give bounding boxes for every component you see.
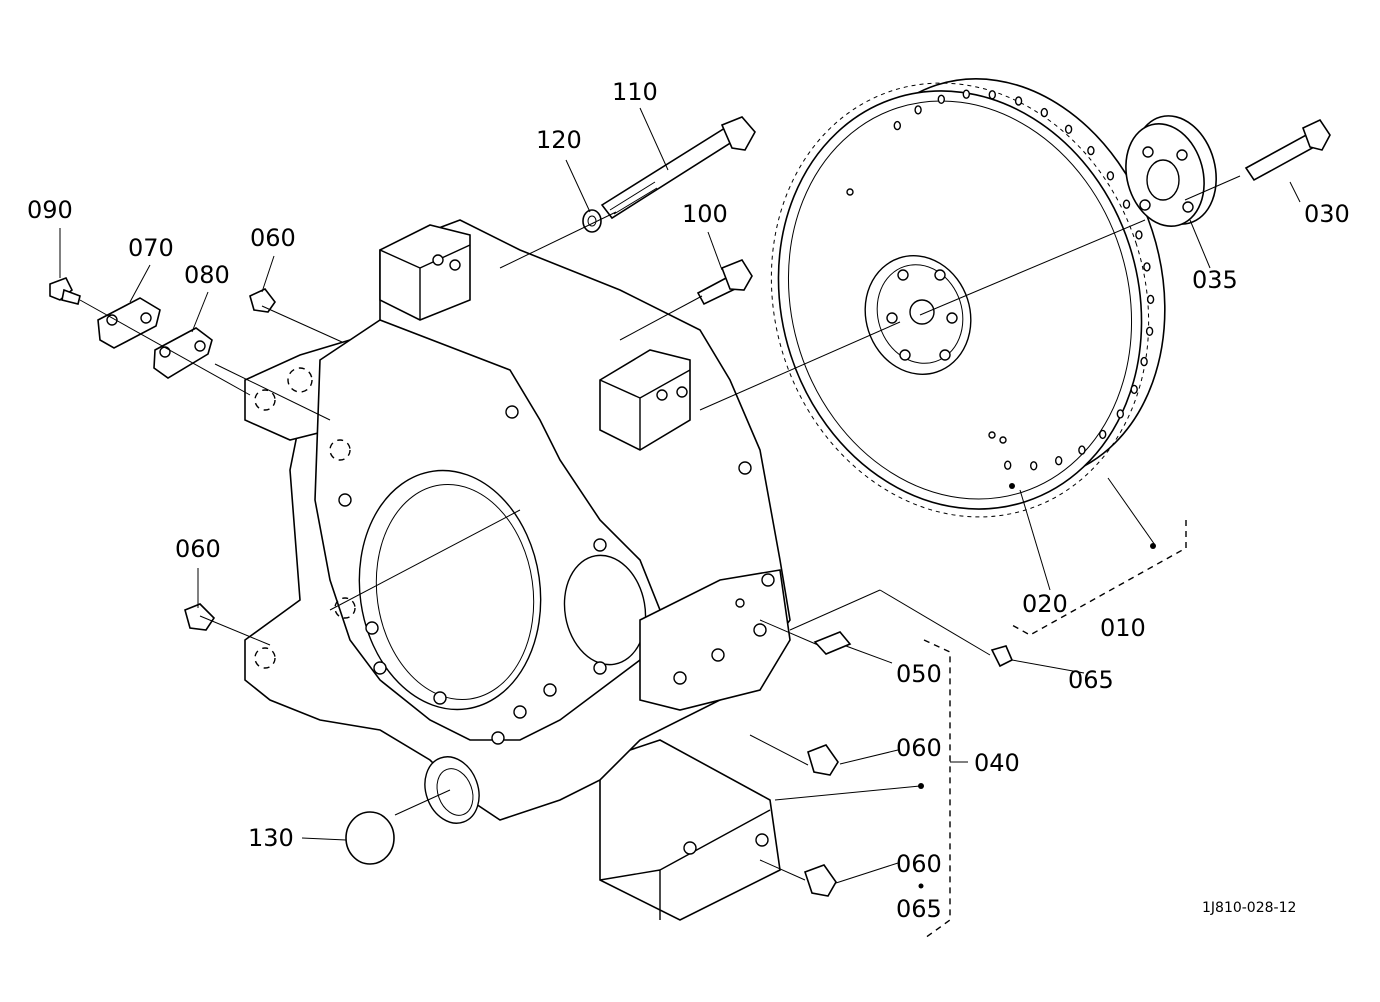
rim-hole <box>988 90 996 100</box>
label-130: 130 <box>248 824 294 852</box>
leader-lines <box>59 107 1301 884</box>
rim-hole <box>1004 460 1012 470</box>
label-020: 020 <box>1022 590 1068 618</box>
rim-hole <box>1140 356 1148 367</box>
rim-hole <box>1040 107 1049 118</box>
bolt-030 <box>1244 118 1331 182</box>
rim-hole <box>1087 145 1095 156</box>
rim-hole <box>1064 124 1073 135</box>
label-065-bottom: 065 <box>896 895 942 923</box>
rim-hole <box>1146 294 1155 305</box>
label-070: 070 <box>128 234 174 262</box>
rim-hole <box>1078 445 1086 455</box>
bolt-090 <box>49 276 81 305</box>
label-060-bottom: 060 <box>896 850 942 878</box>
rim-hole <box>1130 384 1138 395</box>
rim-hole <box>937 94 945 105</box>
label-030: 030 <box>1304 200 1350 228</box>
rim-hole <box>962 89 970 99</box>
rim-hole <box>1014 96 1023 106</box>
part-labels: 110 120 100 090 070 080 060 060 050 065 … <box>27 78 1350 923</box>
label-060-left: 060 <box>175 535 221 563</box>
rim-hole <box>1122 199 1131 209</box>
flywheel <box>770 78 1166 518</box>
rim-hole <box>1106 171 1115 181</box>
label-090: 090 <box>27 196 73 224</box>
rim-hole <box>893 120 901 131</box>
label-010: 010 <box>1100 614 1146 642</box>
label-050: 050 <box>896 660 942 688</box>
rim-hole <box>1135 230 1143 240</box>
flywheel-housing <box>244 219 791 921</box>
bolt-100 <box>696 259 753 306</box>
rim-hole <box>1029 461 1038 471</box>
label-110: 110 <box>612 78 658 106</box>
label-100: 100 <box>682 200 728 228</box>
hub-035 <box>1125 115 1217 227</box>
drawing-reference: 1J810-028-12 <box>1202 900 1296 916</box>
label-060-top: 060 <box>250 224 296 252</box>
rim-hole <box>1054 456 1063 466</box>
label-060-mid: 060 <box>896 734 942 762</box>
rim-hole <box>1143 262 1151 272</box>
label-065-right: 065 <box>1068 666 1114 694</box>
label-120: 120 <box>536 126 582 154</box>
rim-hole <box>914 105 922 115</box>
label-040: 040 <box>974 749 1020 777</box>
label-080: 080 <box>184 261 230 289</box>
rim-hole <box>1116 409 1125 419</box>
rim-hole <box>1145 326 1154 336</box>
label-035: 035 <box>1192 266 1238 294</box>
rim-hole <box>1098 429 1107 440</box>
bolt-110 <box>600 116 756 220</box>
